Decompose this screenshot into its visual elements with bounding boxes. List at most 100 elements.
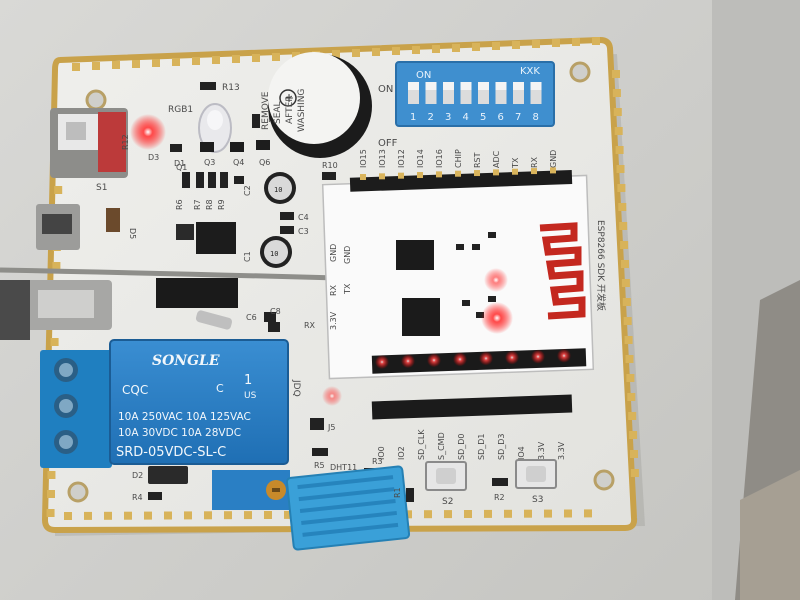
- dip-key-lever: [513, 90, 524, 104]
- power-led-glow: [130, 114, 166, 150]
- edge-pad: [424, 510, 432, 519]
- module-pin-label: RX: [329, 284, 338, 296]
- edge-pad: [104, 511, 112, 520]
- usb-serial-chip: [156, 278, 238, 308]
- edge-pad: [564, 509, 572, 518]
- top-pin-label: IO13: [378, 149, 387, 168]
- edge-pad: [584, 509, 592, 518]
- module-pin-label: TX: [343, 283, 352, 295]
- dip-switch[interactable]: [395, 61, 555, 127]
- dip-key-lever: [478, 90, 489, 104]
- edge-pad: [621, 260, 629, 268]
- label-r3: R3: [372, 457, 383, 466]
- label-r9: R9: [217, 199, 226, 210]
- button-s2[interactable]: [425, 461, 467, 491]
- dip-on-inner: ON: [416, 70, 431, 81]
- edge-pad: [124, 511, 132, 520]
- edge-pad: [572, 38, 580, 46]
- dip-number: 3: [445, 112, 451, 123]
- screw-terminal[interactable]: [40, 350, 112, 468]
- edge-pad: [614, 127, 623, 135]
- smd-r4: [148, 492, 162, 500]
- dip-off-label: OFF: [378, 138, 398, 149]
- label-q4: Q4: [233, 158, 244, 167]
- header-led-glow: [401, 354, 415, 369]
- relay-rating-2: 10A 30VDC 10A 28VDC: [118, 427, 241, 439]
- edge-pad: [172, 58, 180, 66]
- smd-d1: [170, 144, 182, 152]
- diode-d2: [148, 466, 188, 484]
- label-r12: R12: [121, 134, 130, 150]
- edge-pad: [212, 56, 220, 64]
- buzzer: + REMOVE SEAL AFTER WASHING: [261, 52, 372, 158]
- bottom-pin-label: 3.3V: [537, 441, 546, 460]
- edge-pad: [252, 54, 260, 62]
- dip-key-lever: [495, 90, 507, 104]
- label-r4: R4: [132, 493, 143, 502]
- edge-pad: [232, 55, 240, 63]
- label-q1: Q1: [176, 163, 187, 172]
- header-pin: [436, 171, 442, 178]
- relay-mark-us: US: [244, 391, 257, 401]
- edge-pad: [615, 146, 624, 154]
- edge-pad: [444, 510, 452, 519]
- dip-key-lever: [443, 90, 454, 104]
- dip-number: 7: [515, 112, 521, 123]
- edge-pad: [621, 279, 630, 287]
- label-r6: R6: [175, 199, 184, 210]
- edge-pad: [72, 63, 80, 71]
- header-pin: [360, 174, 366, 180]
- relay-led-glow: [322, 386, 342, 406]
- edge-pad: [84, 511, 92, 520]
- buzzer-text-1: REMOVE: [261, 91, 271, 130]
- edge-pad: [112, 61, 120, 69]
- edge-pad: [204, 511, 212, 520]
- module-pin-label: GND: [329, 244, 338, 262]
- bottom-pin-label: SD_D0: [457, 434, 466, 461]
- label-r1: R1: [393, 487, 402, 498]
- dip-number: 6: [498, 112, 504, 123]
- power-switch-s1[interactable]: [50, 108, 128, 178]
- smd-r13: [200, 82, 216, 90]
- smd-c4: [280, 212, 294, 220]
- relay-mark-c: C: [216, 382, 224, 395]
- edge-pad: [613, 108, 622, 116]
- label-d1: D1: [174, 159, 185, 168]
- header-pin: [531, 168, 537, 175]
- header-pin: [474, 170, 480, 177]
- edge-pad: [152, 59, 160, 67]
- edge-pad: [464, 510, 472, 518]
- header-led-glow: [531, 349, 545, 364]
- label-c4: C4: [298, 213, 309, 222]
- bottom-pin-label: SD_D1: [477, 434, 486, 461]
- micro-usb-port[interactable]: [36, 204, 80, 250]
- smd-r1: [406, 488, 414, 502]
- label-s1: S1: [96, 183, 107, 193]
- edge-pad: [625, 355, 634, 363]
- buzzer-text-4: WASHING: [297, 89, 307, 132]
- header-led-glow: [557, 348, 571, 363]
- mini-usb-port[interactable]: [0, 280, 112, 340]
- label-d2: D2: [132, 471, 143, 480]
- esp8266-module: [321, 170, 595, 380]
- relay: [109, 339, 289, 465]
- dip-number: 1: [410, 112, 416, 123]
- potentiometer[interactable]: [212, 470, 290, 510]
- edge-pad: [264, 511, 272, 519]
- smd-r10: [322, 172, 336, 180]
- edge-pad: [618, 203, 627, 211]
- button-s3[interactable]: [515, 459, 557, 489]
- edge-pad: [504, 509, 512, 518]
- edge-pad: [629, 431, 638, 439]
- label-q6: Q6: [259, 158, 270, 167]
- dip-number: 2: [428, 112, 434, 123]
- edge-pad: [620, 241, 629, 249]
- top-pin-label: ADC: [492, 150, 501, 168]
- dip-key-lever: [425, 90, 437, 104]
- smd-r2: [492, 478, 508, 486]
- bottom-pin-label: S_CMD: [437, 432, 446, 460]
- edge-pad: [616, 165, 625, 173]
- label-rx: RX: [304, 321, 316, 330]
